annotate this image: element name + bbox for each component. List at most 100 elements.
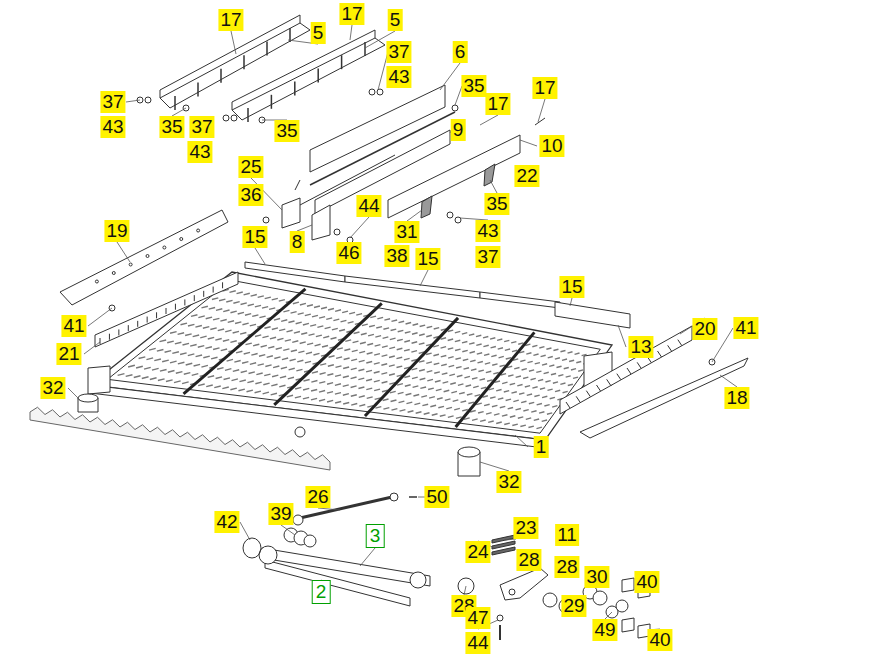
callout-number: 32: [496, 471, 521, 493]
part-line: [88, 308, 112, 326]
part-outline: [421, 196, 432, 218]
part-line: [341, 55, 343, 69]
part-round: [223, 115, 229, 121]
part-line: [294, 82, 296, 96]
part-line: [220, 69, 222, 83]
part-line: [720, 375, 737, 387]
part-round: [129, 263, 132, 266]
callout-number: 43: [475, 220, 500, 242]
part-line: [407, 210, 422, 221]
perforation: [118, 289, 594, 428]
part-line: [222, 282, 223, 288]
callout-number: 35: [461, 75, 486, 97]
part-line: [126, 100, 140, 102]
part-line: [570, 298, 572, 306]
knife-teeth: [30, 407, 330, 470]
part-line: [194, 295, 195, 301]
part-round: [334, 229, 340, 235]
callout-number: 47: [465, 607, 490, 629]
part-line: [364, 42, 366, 56]
part-line: [499, 625, 501, 640]
callout-number: 9: [451, 119, 466, 141]
callout-number: 46: [336, 242, 361, 264]
callout-number: 24: [465, 541, 490, 563]
part-line: [274, 303, 382, 405]
part-round: [458, 578, 474, 594]
part-round: [146, 255, 149, 258]
callout-number: 17: [532, 77, 557, 99]
part-line: [156, 312, 157, 318]
part-line: [160, 23, 310, 108]
callout-number: 40: [634, 571, 659, 593]
callout-number: 35: [159, 116, 184, 138]
callout-number: 13: [628, 336, 653, 358]
part-round: [163, 246, 166, 249]
part-line: [197, 82, 199, 96]
callout-number: 21: [56, 343, 81, 365]
callout-number: 44: [465, 632, 490, 654]
part-outline: [245, 262, 345, 282]
part-line: [117, 242, 130, 262]
part-line: [266, 42, 268, 56]
callout-number: 49: [592, 619, 617, 641]
callout-number: 6: [453, 41, 468, 63]
part-outline: [580, 358, 748, 438]
callout-number: 39: [268, 503, 293, 525]
part-line: [213, 287, 214, 293]
callout-number: 28: [554, 556, 579, 578]
part-round: [197, 229, 200, 232]
callout-number: 3: [366, 524, 385, 548]
part-line: [515, 435, 528, 447]
part-line: [350, 217, 369, 238]
part-outline: [484, 164, 495, 186]
callout-number: 5: [388, 9, 403, 31]
callout-number: 32: [40, 377, 65, 399]
part-line: [520, 140, 537, 146]
part-round: [231, 115, 237, 121]
part-line: [505, 539, 516, 540]
part-round: [304, 535, 316, 547]
part-line: [100, 338, 101, 344]
callout-number: 41: [61, 315, 86, 337]
part-round: [263, 217, 269, 223]
part-line: [678, 340, 682, 346]
part-outline: [492, 547, 515, 555]
part-outline: [388, 135, 520, 218]
part-round: [293, 515, 303, 525]
callout-number: 40: [647, 629, 672, 651]
callout-number: 17: [218, 9, 243, 31]
part-outline: [282, 198, 300, 228]
callout-number: 5: [311, 22, 326, 44]
part-line: [118, 329, 119, 335]
callout-number: 22: [514, 165, 539, 187]
part-outline: [88, 366, 110, 394]
part-line: [247, 108, 249, 122]
callout-number: 37: [189, 116, 214, 138]
part-line: [456, 332, 535, 427]
part-outline: [265, 560, 410, 606]
part-line: [538, 99, 545, 122]
part-line: [232, 38, 385, 120]
part-outline: [622, 618, 634, 632]
part-line: [480, 115, 498, 125]
part-outline: [345, 276, 480, 298]
part-round: [447, 212, 453, 218]
callout-number: 35: [274, 120, 299, 142]
part-outline: [622, 578, 634, 592]
callout-number: 15: [242, 226, 267, 248]
part-line: [255, 248, 265, 264]
part-line: [174, 96, 176, 110]
part-round: [390, 493, 398, 501]
part-line: [240, 522, 250, 540]
callout-number: 19: [104, 220, 129, 242]
part-line: [480, 462, 509, 471]
callout-number: 41: [733, 317, 758, 339]
part-outline: [232, 30, 375, 110]
callout-number: 38: [384, 245, 409, 267]
callout-number: 28: [516, 549, 541, 571]
callout-number: 43: [187, 141, 212, 163]
part-line: [109, 334, 110, 340]
callout-number: 44: [356, 195, 381, 217]
